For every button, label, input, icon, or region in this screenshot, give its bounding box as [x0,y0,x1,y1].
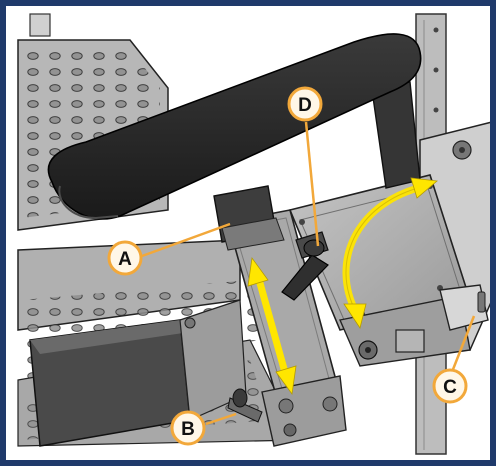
lever-handle-d [281,231,329,301]
curved-double-arrow-icon [342,177,438,329]
callout-b: B [170,410,206,446]
leader-a [141,222,231,258]
angle-bracket-plate [288,174,472,331]
callout-a-label: A [118,249,132,270]
straight-double-arrow-icon [247,256,297,396]
callout-c-label: C [443,377,457,398]
callout-c: C [432,368,468,404]
leader-c [450,315,476,373]
leader-b [205,412,237,426]
callout-b-label: B [181,419,195,440]
release-lever-c [439,284,489,331]
callout-d: D [287,86,323,122]
callout-d-label: D [298,95,312,116]
base-clamp [227,375,347,447]
bracket-clamp [339,295,471,367]
armrest-pad [47,33,422,220]
callout-leaders [141,121,476,426]
callout-a: A [107,240,143,276]
square-tube [29,299,247,447]
armrest-support [213,81,421,251]
leader-d [304,121,320,247]
